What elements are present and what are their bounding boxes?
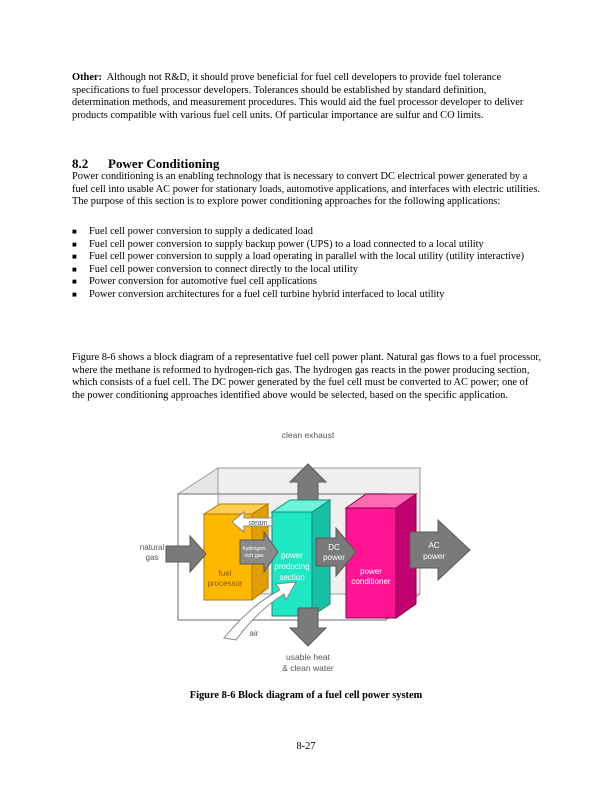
conditioner-label-1: power <box>360 567 382 576</box>
air-label: air <box>250 629 259 638</box>
applications-list: ■Fuel cell power conversion to supply a … <box>72 226 542 302</box>
other-body: Although not R&D, it should prove benefi… <box>72 72 524 121</box>
heat-arrow <box>288 607 328 647</box>
list-item: ■Fuel cell power conversion to supply a … <box>72 226 313 237</box>
hydrogen-arrow <box>239 530 279 574</box>
steam-label: steam <box>248 520 267 527</box>
power-section-label-2: producing <box>274 562 309 571</box>
power-section-label-3: section <box>279 573 304 582</box>
section-title: Power Conditioning <box>108 156 220 171</box>
hydrogen-label-2: rich gas <box>244 553 264 559</box>
dc-power-label-2: power <box>323 553 345 562</box>
section-heading: 8.2 Power Conditioning <box>72 156 219 172</box>
exhaust-arrow <box>288 463 328 503</box>
figure-caption: Figure 8-6 Block diagram of a fuel cell … <box>189 690 423 701</box>
block-diagram: clean exhaust fuel processor power produ… <box>132 428 480 680</box>
ac-power-label-2: power <box>423 552 445 561</box>
natural-gas-label-1: natural <box>140 543 165 552</box>
clean-exhaust-label: clean exhaust <box>282 430 335 440</box>
dc-power-label-1: DC <box>328 543 340 552</box>
natural-gas-arrow <box>165 534 207 574</box>
conditioner-box <box>345 507 397 619</box>
heat-label-1: usable heat <box>286 652 331 662</box>
air-arrow <box>223 581 297 641</box>
power-section-box <box>271 511 313 617</box>
ac-power-label-1: AC <box>428 541 439 550</box>
list-item: ■Fuel cell power conversion to supply a … <box>72 251 525 263</box>
hydrogen-label-1: hydrogen <box>243 546 266 552</box>
other-lead: Other: <box>72 72 103 83</box>
page-number: 8-27 <box>296 741 316 752</box>
steam-arrow <box>231 510 273 534</box>
heat-label-2: & clean water <box>282 663 334 673</box>
list-item: ■Fuel cell power conversion to supply ba… <box>72 238 484 250</box>
figure-description: Figure 8-6 shows a block diagram of a re… <box>72 352 542 401</box>
dc-power-arrow <box>315 526 357 578</box>
conditioner-label-2: conditioner <box>351 577 390 586</box>
fuel-processor-label-2: processor <box>207 579 242 588</box>
bullet-icon: ■ <box>72 289 77 299</box>
ac-power-arrow <box>409 518 471 582</box>
bullet-icon: ■ <box>72 239 77 249</box>
power-section-label-1: power <box>281 551 303 560</box>
section-intro: Power conditioning is an enabling techno… <box>72 171 541 208</box>
natural-gas-label-2: gas <box>146 553 159 562</box>
list-item: ■Power conversion architectures for a fu… <box>72 288 445 300</box>
section-number: 8.2 <box>72 156 89 171</box>
bullet-icon: ■ <box>72 227 77 236</box>
list-item: ■Power conversion for automotive fuel ce… <box>72 276 317 288</box>
block-diagram-svg: clean exhaust fuel processor power produ… <box>140 430 471 673</box>
list-item: ■Fuel cell power conversion to connect d… <box>72 263 358 275</box>
other-paragraph: Other: Although not R&D, it should prove… <box>72 72 542 122</box>
bullet-icon: ■ <box>72 277 77 287</box>
fuel-processor-label-1: fuel <box>219 569 232 578</box>
bullet-icon: ■ <box>72 252 77 262</box>
bullet-icon: ■ <box>72 264 77 274</box>
